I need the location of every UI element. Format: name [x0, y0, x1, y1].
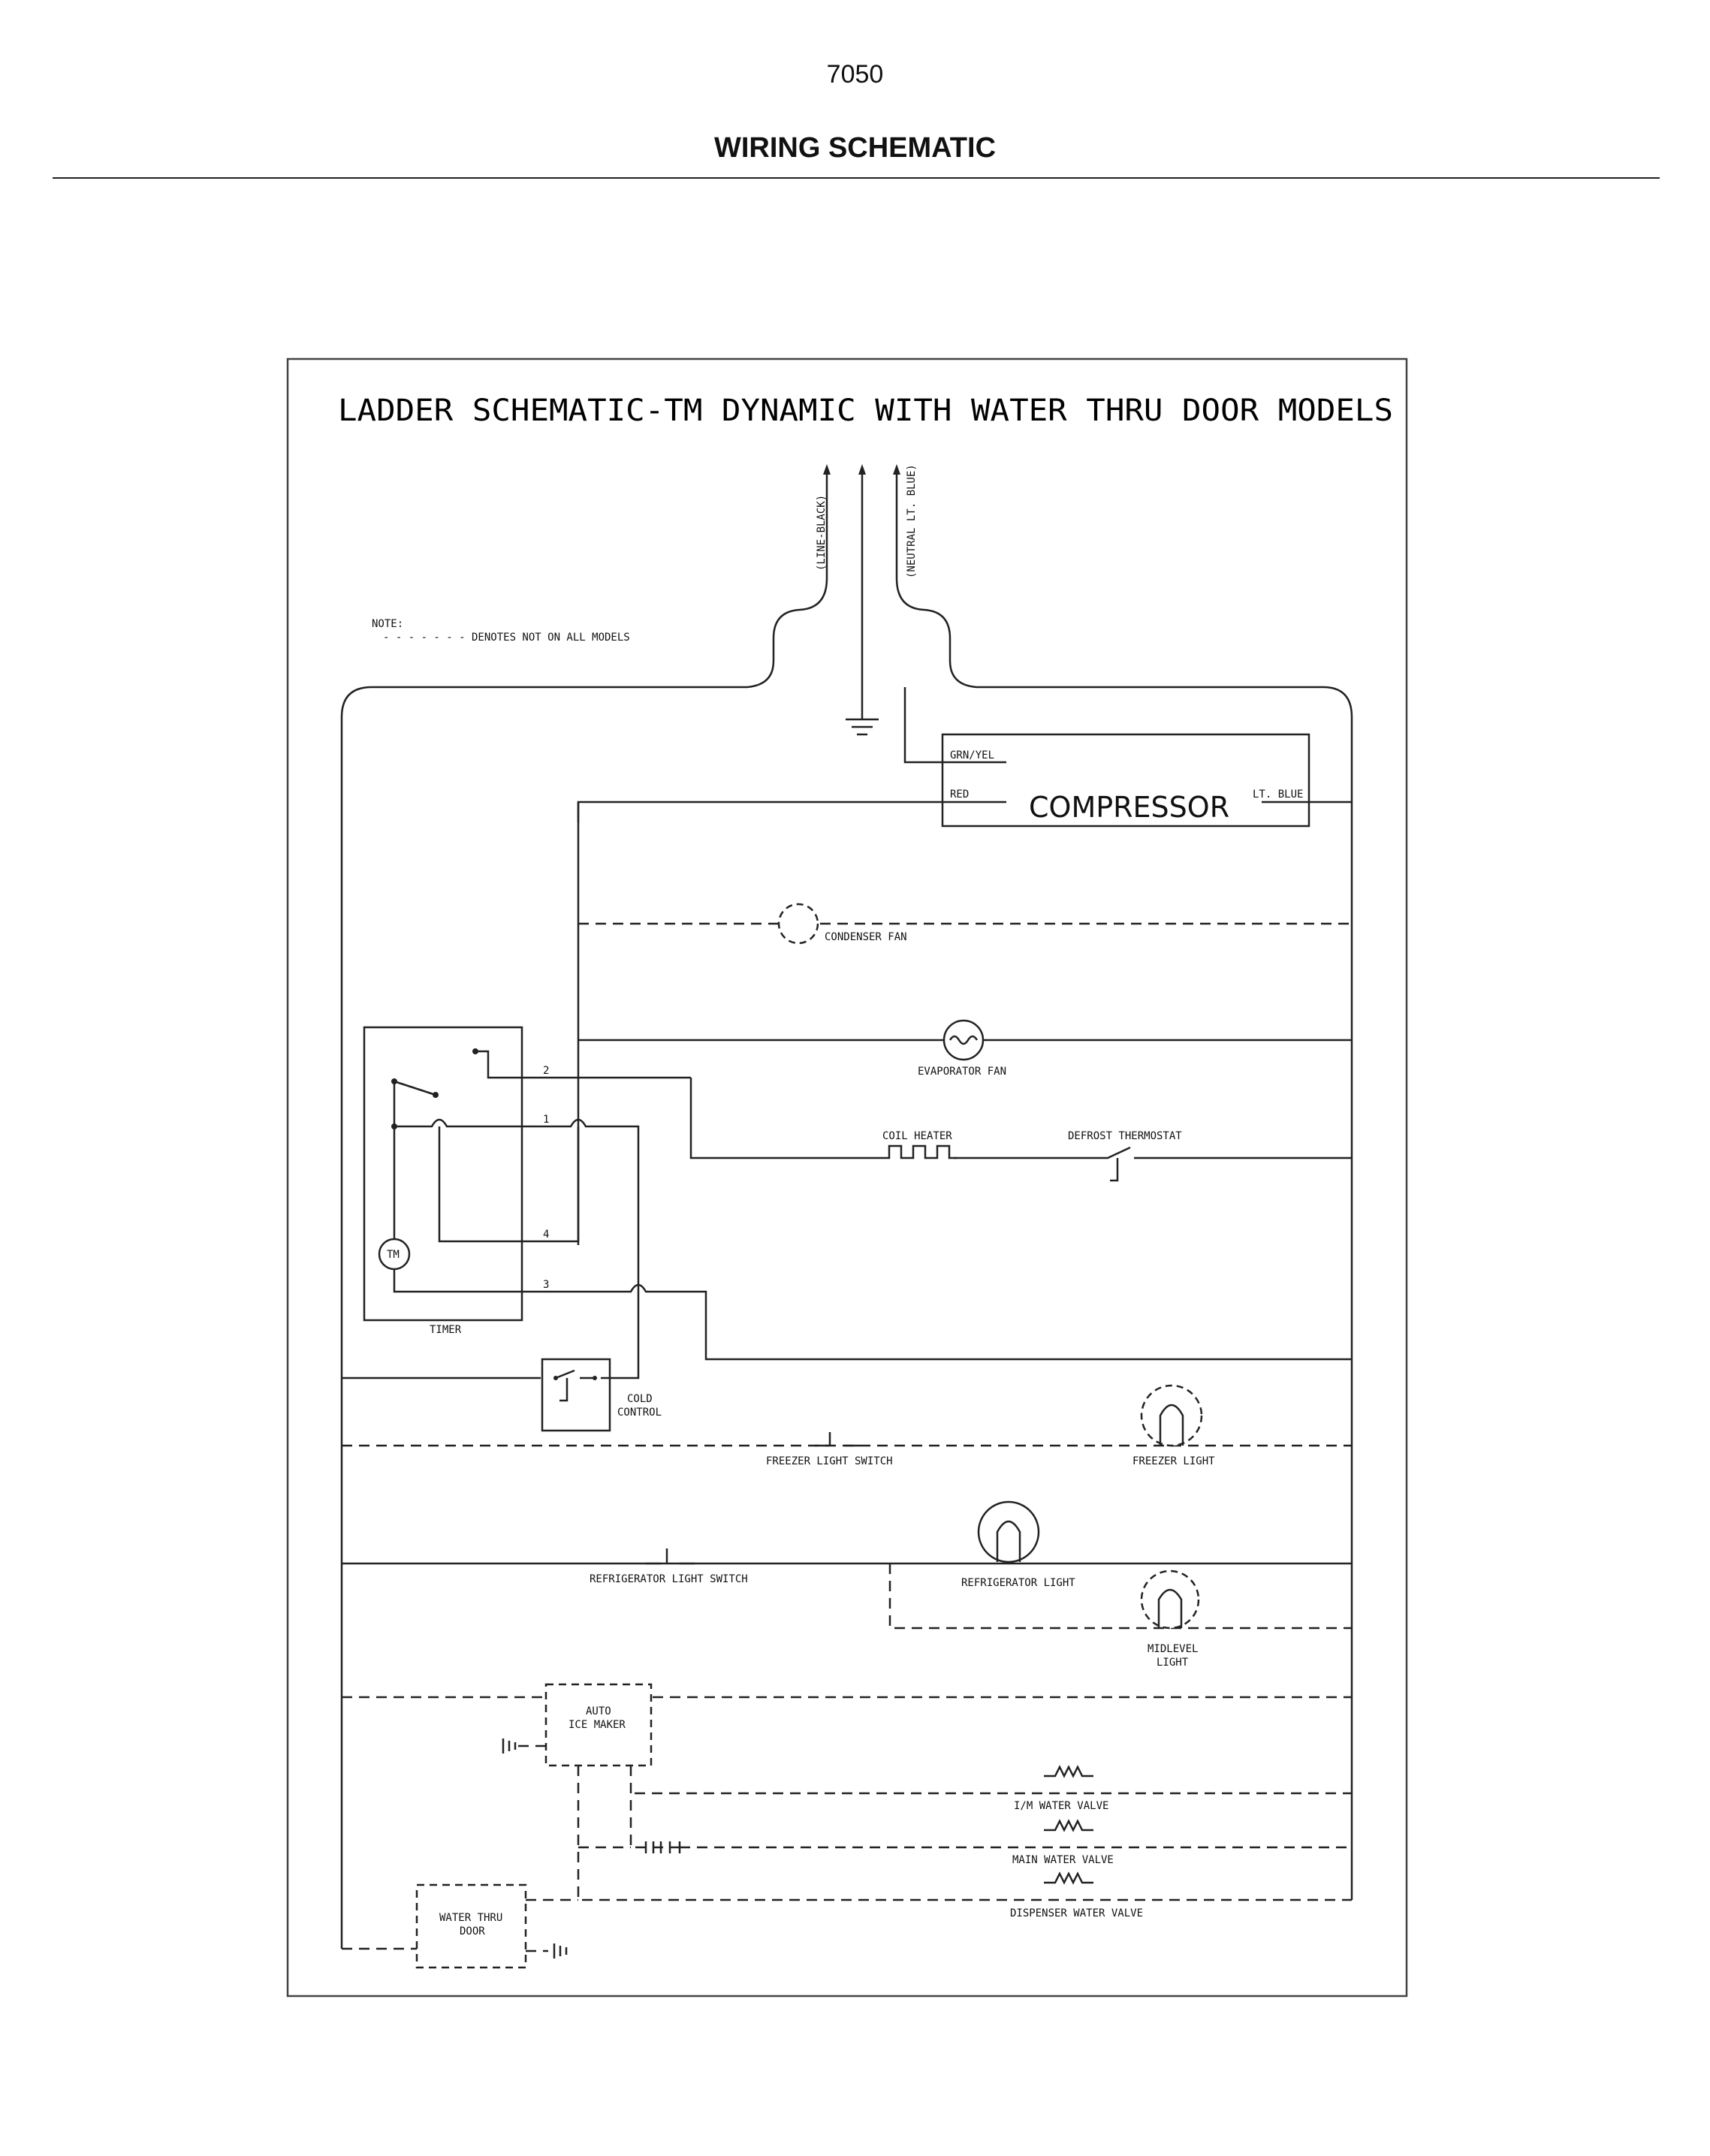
compressor-label: COMPRESSOR — [1029, 791, 1229, 824]
water-thru-door-label-2: DOOR — [460, 1925, 485, 1937]
timer-terminal-1: 1 — [543, 1114, 549, 1126]
compressor-red: RED — [950, 789, 969, 801]
defrost-thermostat-icon — [1085, 1146, 1153, 1182]
page-heading: WIRING SCHEMATIC — [713, 132, 997, 164]
midlevel-light-label-1: MIDLEVEL — [1148, 1643, 1198, 1655]
auto-ice-maker-label-2: ICE MAKER — [568, 1719, 626, 1731]
condenser-fan-label: CONDENSER FAN — [825, 931, 907, 943]
dispenser-water-valve-label: DISPENSER WATER VALVE — [1010, 1907, 1143, 1919]
evaporator-fan-label: EVAPORATOR FAN — [918, 1066, 1006, 1078]
coil-heater-label: COIL HEATER — [882, 1130, 952, 1142]
refrigerator-light-label: REFRIGERATOR LIGHT — [961, 1577, 1075, 1589]
main-water-valve-icon — [1044, 1819, 1093, 1832]
note-heading: NOTE: — [372, 618, 403, 630]
timer-terminal-3: 3 — [543, 1279, 549, 1291]
coil-heater-icon — [879, 1144, 957, 1159]
page-number: 7050 — [826, 60, 884, 89]
im-water-valve-label: I/M WATER VALVE — [1014, 1800, 1108, 1812]
cold-control — [541, 1277, 640, 1432]
refrigerator-light-switch-icon — [646, 1548, 695, 1565]
note-text: - - - - - - - DENOTES NOT ON ALL MODELS — [383, 632, 630, 644]
refrigerator-light-icon — [977, 1500, 1040, 1563]
defrost-thermostat-label: DEFROST THERMOSTAT — [1068, 1130, 1182, 1142]
timer-motor-label: TM — [387, 1249, 400, 1261]
midlevel-light-label-2: LIGHT — [1157, 1657, 1189, 1669]
midlevel-light-icon — [1140, 1570, 1200, 1630]
timer-label: TIMER — [430, 1324, 462, 1336]
midlevel-light-line — [888, 1563, 1352, 1630]
water-thru-door — [415, 1883, 527, 1969]
water-thru-door-label-1: WATER THRU — [439, 1912, 502, 1924]
im-water-valve-icon — [1044, 1765, 1093, 1778]
valve-connector-icon — [644, 1841, 681, 1853]
diagram-border — [286, 357, 1408, 1998]
cold-control-label-2: CONTROL — [617, 1407, 662, 1419]
freezer-light-icon — [1140, 1384, 1203, 1447]
timer-motor-icon — [378, 1238, 411, 1271]
defrost-line — [689, 1078, 1352, 1159]
main-water-valve-label: MAIN WATER VALVE — [1012, 1854, 1114, 1866]
freezer-light-switch-label: FREEZER LIGHT SWITCH — [766, 1455, 893, 1467]
valve-bus — [577, 1766, 1352, 1901]
dispenser-water-valve-icon — [1044, 1871, 1093, 1885]
heading-rule — [53, 177, 1660, 179]
timer — [363, 1026, 1352, 1361]
ground-icon — [846, 698, 879, 736]
neutral-lt-blue-label: (NEUTRAL LT. BLUE) — [906, 464, 918, 578]
freezer-light-switch-icon — [815, 1432, 860, 1447]
line-black-label: (LINE-BLACK) — [816, 495, 828, 571]
water-thru-door-plug-icon — [553, 1943, 568, 1958]
freezer-light-label: FREEZER LIGHT — [1132, 1455, 1215, 1467]
im-water-valve-line — [629, 1766, 1352, 1849]
compressor-lt-blue: LT. BLUE — [1253, 789, 1303, 801]
compressor-grn-yel: GRN/YEL — [950, 749, 994, 761]
ice-maker-plug-icon — [502, 1738, 517, 1753]
cold-control-label-1: COLD — [627, 1393, 653, 1405]
refrigerator-light-switch-label: REFRIGERATOR LIGHT SWITCH — [590, 1573, 748, 1585]
water-thru-door-lead — [342, 1898, 578, 1950]
condenser-fan-icon — [777, 903, 819, 945]
diagram-title: LADDER SCHEMATIC-TM DYNAMIC WITH WATER T… — [338, 394, 1393, 428]
auto-ice-maker-label-1: AUTO — [586, 1705, 611, 1717]
timer-terminal-2: 2 — [543, 1065, 549, 1077]
timer-terminal-4: 4 — [543, 1229, 549, 1241]
auto-ice-maker — [544, 1683, 653, 1767]
evaporator-fan-icon — [942, 1019, 985, 1061]
supply-leads — [340, 464, 1353, 1949]
